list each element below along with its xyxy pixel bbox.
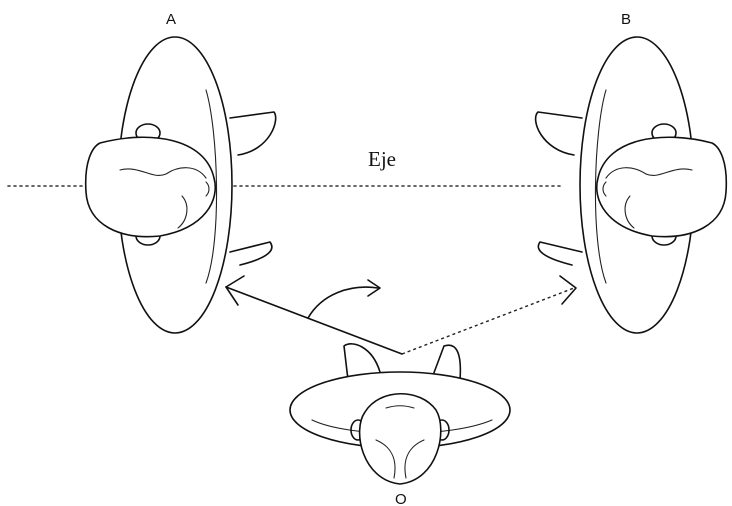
axis-label: Eje	[368, 147, 396, 171]
person-b-figure	[536, 37, 727, 333]
observer-figure	[290, 344, 510, 484]
label-b: B	[621, 11, 631, 28]
gaze-line-to-b	[402, 276, 576, 354]
rotation-arrow	[308, 280, 380, 318]
label-o: O	[395, 491, 407, 506]
person-a-figure	[86, 37, 276, 333]
label-a: A	[166, 11, 176, 28]
